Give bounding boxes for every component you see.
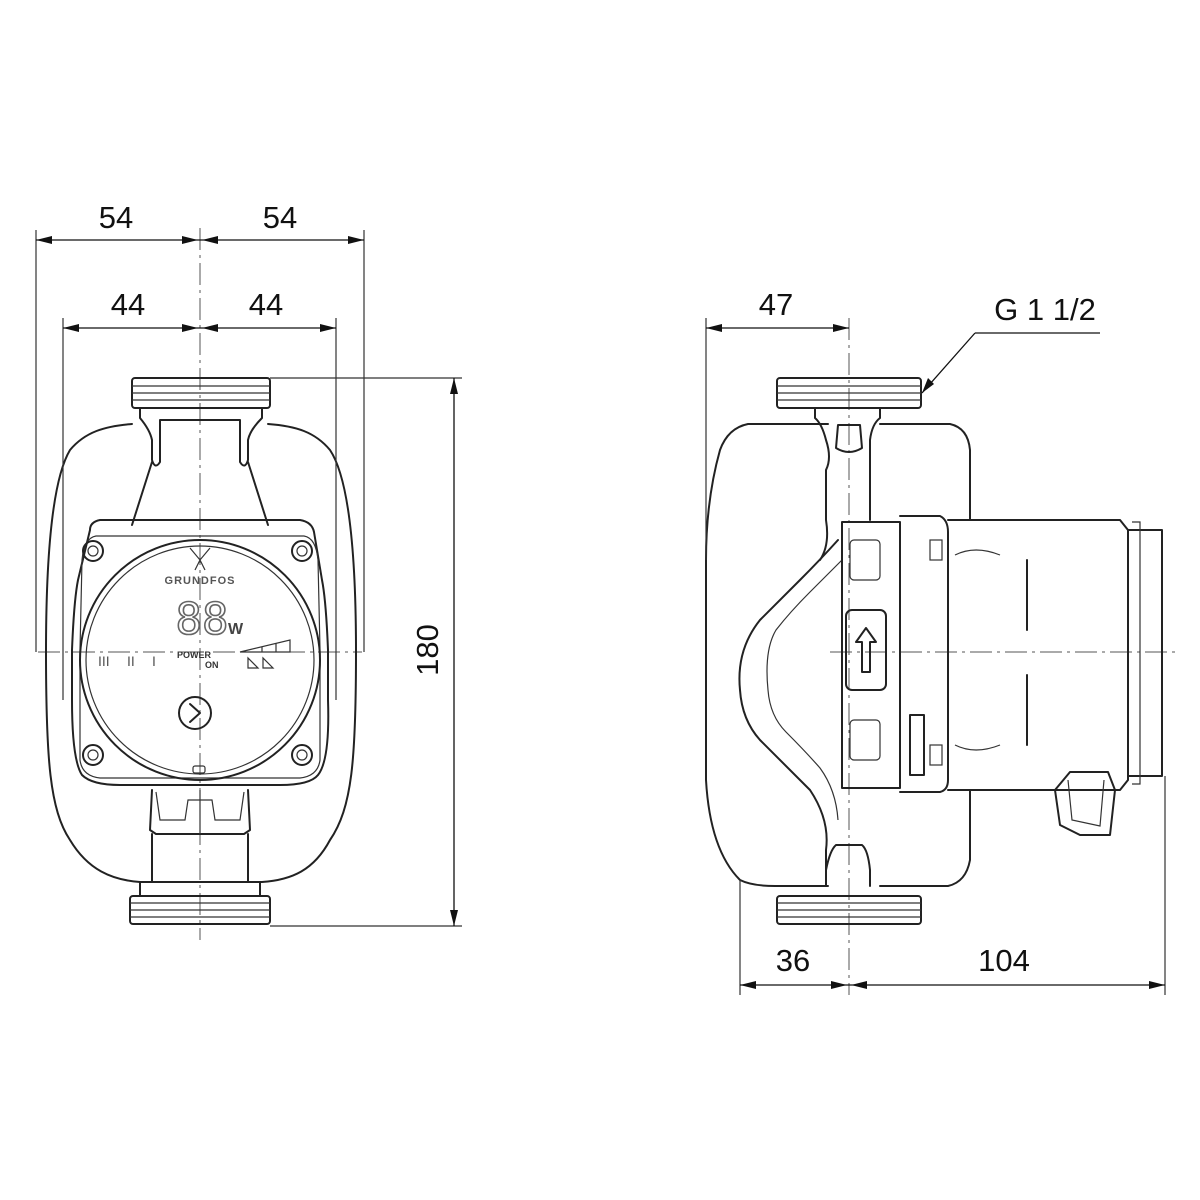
dim-180: 180 [410,624,445,676]
pressure-curve-icon [247,656,275,669]
speed-label-2: II [127,653,135,669]
dim-44-right: 44 [249,287,283,322]
front-bolt-top-left [82,540,104,562]
power-display-digits: 88 [176,594,229,645]
power-display-unit: W [228,621,244,638]
dim-47: 47 [759,287,793,322]
side-outer-housing [705,423,829,887]
dim-54-right: 54 [263,200,297,235]
side-view: 47 G 1 1/2 36 104 [705,287,1180,995]
thread-spec-label: G 1 1/2 [994,292,1096,327]
front-top-flange [131,377,271,467]
side-motor-body [947,519,1129,791]
power-label: POWER [177,650,212,660]
dim-54-left: 54 [99,200,133,235]
power-on-label: ON [205,660,219,670]
speed-bar-icon [239,639,291,653]
speed-label-3: III [98,653,110,669]
dim-44-left: 44 [111,287,145,322]
front-bolt-bottom-right [291,744,313,766]
side-top-flange [776,377,922,561]
speed-label-1: I [152,653,156,669]
side-head-plate [841,521,901,789]
side-bottom-flange [776,895,922,925]
dim-36: 36 [776,943,810,978]
select-button[interactable] [178,696,212,730]
front-view: GRUNDFOS 88 W III II I POWER ON [35,200,462,940]
front-outer-housing [45,423,357,883]
front-bolt-top-right [291,540,313,562]
front-bolt-bottom-left [82,744,104,766]
grundfos-logo-icon [189,547,211,571]
brand-text: GRUNDFOS [165,575,236,587]
side-cable-connector [1054,771,1116,836]
flow-direction-arrow-icon [845,609,887,691]
front-head-frame [71,519,330,786]
front-bottom-flange [129,881,271,925]
dim-104: 104 [978,943,1030,978]
side-volute [738,539,839,887]
front-control-face [79,539,321,781]
